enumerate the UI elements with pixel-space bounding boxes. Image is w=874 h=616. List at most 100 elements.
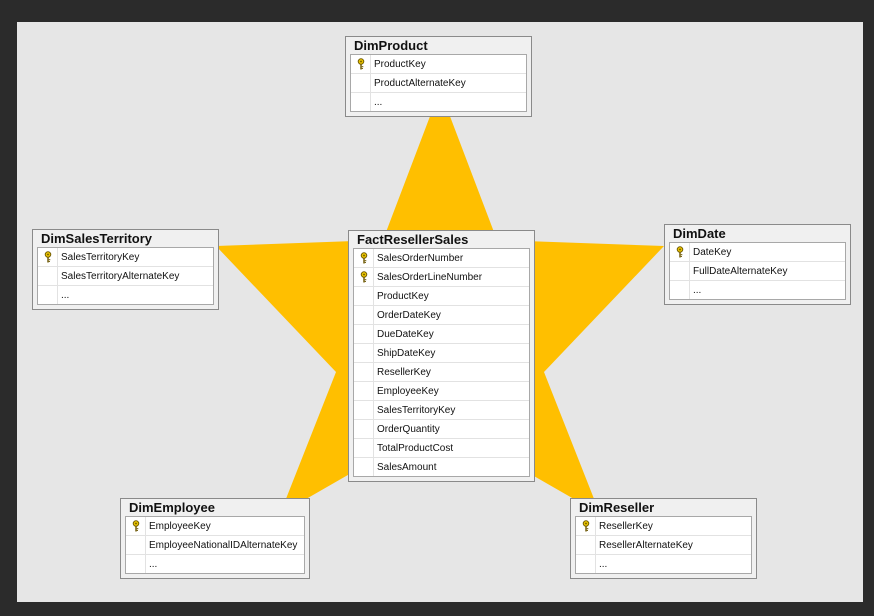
row-gutter — [38, 286, 58, 304]
row-gutter — [354, 382, 374, 400]
column-row[interactable]: ... — [576, 555, 751, 573]
row-gutter — [576, 536, 596, 554]
row-gutter — [354, 401, 374, 419]
column-label: SalesAmount — [377, 461, 437, 473]
column-label: ... — [599, 558, 608, 570]
primary-key-icon — [131, 520, 141, 532]
primary-key-icon — [43, 251, 53, 263]
column-row[interactable]: SalesTerritoryAlternateKey — [38, 267, 213, 286]
column-label: DateKey — [693, 246, 732, 258]
column-row[interactable]: ResellerKey — [354, 363, 529, 382]
column-label: OrderQuantity — [377, 423, 440, 435]
row-gutter — [354, 325, 374, 343]
column-label: ShipDateKey — [377, 347, 436, 359]
column-label: DueDateKey — [377, 328, 434, 340]
column-row[interactable]: OrderQuantity — [354, 420, 529, 439]
table-title: DimEmployee — [129, 500, 215, 515]
row-gutter — [126, 536, 146, 554]
column-row[interactable]: DateKey — [670, 243, 845, 262]
primary-key-icon — [356, 58, 366, 70]
column-label: ... — [374, 96, 383, 108]
column-row[interactable]: SalesTerritoryKey — [38, 248, 213, 267]
row-gutter — [670, 281, 690, 299]
column-row[interactable]: ResellerAlternateKey — [576, 536, 751, 555]
column-label: ... — [149, 558, 158, 570]
column-label: ResellerAlternateKey — [599, 539, 693, 551]
column-row[interactable]: ProductKey — [351, 55, 526, 74]
column-row[interactable]: EmployeeNationalIDAlternateKey — [126, 536, 304, 555]
column-row[interactable]: SalesOrderLineNumber — [354, 268, 529, 287]
row-gutter — [354, 363, 374, 381]
column-label: SalesTerritoryAlternateKey — [61, 270, 180, 282]
row-gutter — [354, 306, 374, 324]
column-row[interactable]: EmployeeKey — [126, 517, 304, 536]
column-label: ResellerKey — [377, 366, 431, 378]
table-title: DimDate — [673, 226, 726, 241]
column-row[interactable]: ... — [126, 555, 304, 573]
column-row[interactable]: EmployeeKey — [354, 382, 529, 401]
column-label: ResellerKey — [599, 520, 653, 532]
key-gutter — [351, 55, 371, 73]
row-gutter — [354, 439, 374, 457]
column-label: EmployeeKey — [377, 385, 439, 397]
column-label: ... — [61, 289, 70, 301]
table-title: DimReseller — [579, 500, 655, 515]
column-row[interactable]: OrderDateKey — [354, 306, 529, 325]
column-label: EmployeeNationalIDAlternateKey — [149, 539, 298, 551]
column-label: ProductKey — [377, 290, 429, 302]
primary-key-icon — [359, 252, 369, 264]
column-row[interactable]: ... — [670, 281, 845, 299]
column-row[interactable]: ShipDateKey — [354, 344, 529, 363]
key-gutter — [126, 517, 146, 535]
key-gutter — [576, 517, 596, 535]
column-row[interactable]: ProductAlternateKey — [351, 74, 526, 93]
table-title: DimProduct — [354, 38, 428, 53]
table-title: FactResellerSales — [357, 232, 469, 247]
column-row[interactable]: SalesTerritoryKey — [354, 401, 529, 420]
row-gutter — [354, 420, 374, 438]
table-title: DimSalesTerritory — [41, 231, 153, 246]
column-label: EmployeeKey — [149, 520, 211, 532]
key-gutter — [354, 268, 374, 286]
column-row[interactable]: ... — [38, 286, 213, 304]
column-label: TotalProductCost — [377, 442, 454, 454]
row-gutter — [38, 267, 58, 285]
key-gutter — [354, 249, 374, 267]
row-gutter — [351, 93, 371, 111]
column-row[interactable]: ProductKey — [354, 287, 529, 306]
row-gutter — [354, 458, 374, 476]
column-row[interactable]: DueDateKey — [354, 325, 529, 344]
column-label: SalesOrderNumber — [377, 252, 464, 264]
column-label: SalesTerritoryKey — [61, 251, 140, 263]
column-row[interactable]: ... — [351, 93, 526, 111]
primary-key-icon — [581, 520, 591, 532]
row-gutter — [576, 555, 596, 573]
column-row[interactable]: FullDateAlternateKey — [670, 262, 845, 281]
row-gutter — [351, 74, 371, 92]
column-row[interactable]: SalesAmount — [354, 458, 529, 476]
column-label: ... — [693, 284, 702, 296]
column-row[interactable]: SalesOrderNumber — [354, 249, 529, 268]
column-row[interactable]: TotalProductCost — [354, 439, 529, 458]
primary-key-icon — [359, 271, 369, 283]
row-gutter — [670, 262, 690, 280]
column-row[interactable]: ResellerKey — [576, 517, 751, 536]
column-label: FullDateAlternateKey — [693, 265, 788, 277]
key-gutter — [38, 248, 58, 266]
row-gutter — [354, 344, 374, 362]
column-label: SalesOrderLineNumber — [377, 271, 483, 283]
primary-key-icon — [675, 246, 685, 258]
